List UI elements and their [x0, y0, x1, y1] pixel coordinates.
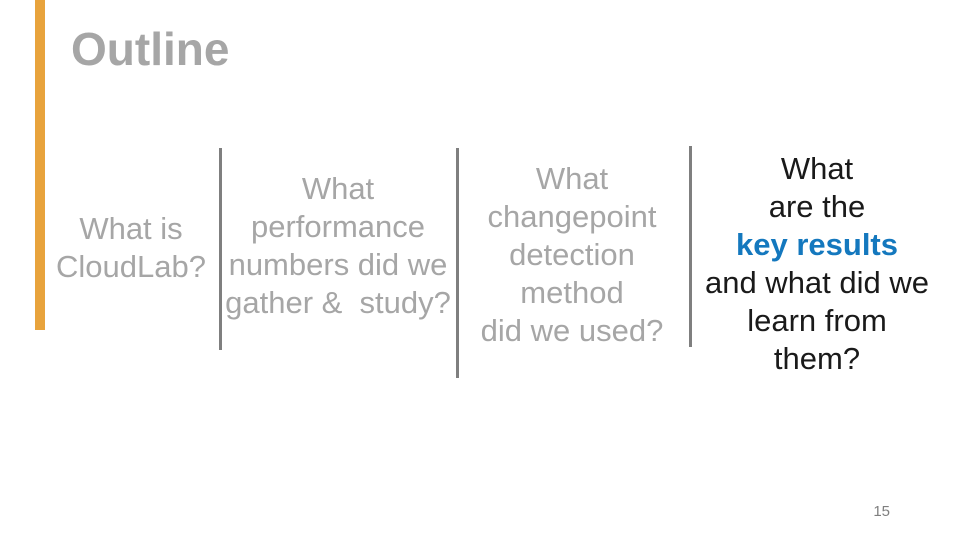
- outline-line: method: [520, 275, 624, 310]
- outline-line: changepoint: [487, 199, 657, 234]
- outline-line: performance: [250, 209, 426, 244]
- page-number: 15: [873, 503, 890, 520]
- outline-line-highlighted: key results: [736, 227, 898, 262]
- outline-line: them?: [773, 341, 861, 376]
- outline-line: What is: [79, 211, 183, 246]
- outline-line: gather & study?: [225, 285, 451, 320]
- slide-title: Outline: [71, 23, 230, 75]
- left-accent-bar: [35, 0, 45, 330]
- outline-line: and what did we: [704, 265, 930, 300]
- outline-line: are the: [768, 189, 866, 224]
- outline-line: numbers did we: [228, 247, 448, 282]
- outline-line: detection: [509, 237, 635, 272]
- column-divider-2: [456, 148, 459, 378]
- outline-line: CloudLab?: [56, 249, 206, 284]
- outline-line: What: [780, 151, 854, 186]
- outline-line: did we used?: [480, 313, 664, 348]
- column-divider-1: [219, 148, 222, 350]
- outline-line: What: [301, 171, 375, 206]
- outline-line: learn from: [747, 303, 887, 338]
- outline-line: What: [535, 161, 609, 196]
- column-divider-3: [689, 146, 692, 347]
